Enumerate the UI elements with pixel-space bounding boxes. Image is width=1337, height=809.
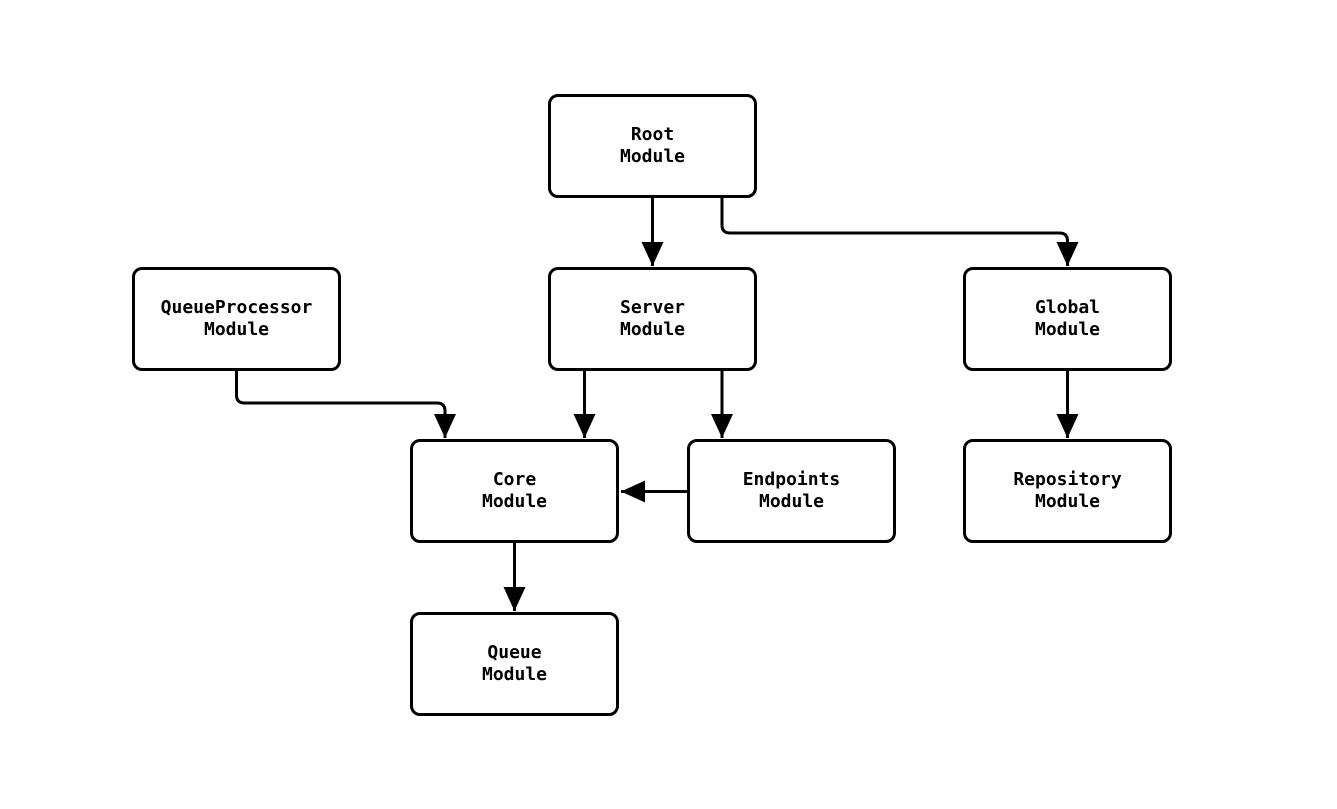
node-global-module: Global Module <box>963 267 1172 371</box>
node-core-module: Core Module <box>410 439 619 543</box>
node-label-line: QueueProcessor <box>160 297 313 318</box>
node-label-line: Core <box>492 469 537 490</box>
node-label-line: Endpoints <box>742 469 841 490</box>
node-label-line: Module <box>619 319 686 340</box>
node-label-line: Module <box>481 664 548 685</box>
node-queue-module: Queue Module <box>410 612 619 716</box>
node-repository-module: Repository Module <box>963 439 1172 543</box>
node-label-line: Repository <box>1013 469 1122 490</box>
node-label-line: Module <box>1034 491 1101 512</box>
node-label-line: Module <box>203 319 270 340</box>
node-label-line: Global <box>1034 297 1101 318</box>
node-label-line: Module <box>619 146 686 167</box>
node-label-line: Module <box>1034 319 1101 340</box>
node-label-line: Module <box>758 491 825 512</box>
node-label-line: Root <box>630 124 675 145</box>
edge-root-to-global <box>720 198 1079 266</box>
node-root-module: Root Module <box>548 94 757 198</box>
node-label-line: Module <box>481 491 548 512</box>
node-queueprocessor-module: QueueProcessor Module <box>132 267 341 371</box>
node-endpoints-module: Endpoints Module <box>687 439 896 543</box>
edge-queueprocessor-to-core <box>235 371 456 438</box>
node-label-line: Server <box>619 297 686 318</box>
node-label-line: Queue <box>487 642 542 663</box>
node-server-module: Server Module <box>548 267 757 371</box>
